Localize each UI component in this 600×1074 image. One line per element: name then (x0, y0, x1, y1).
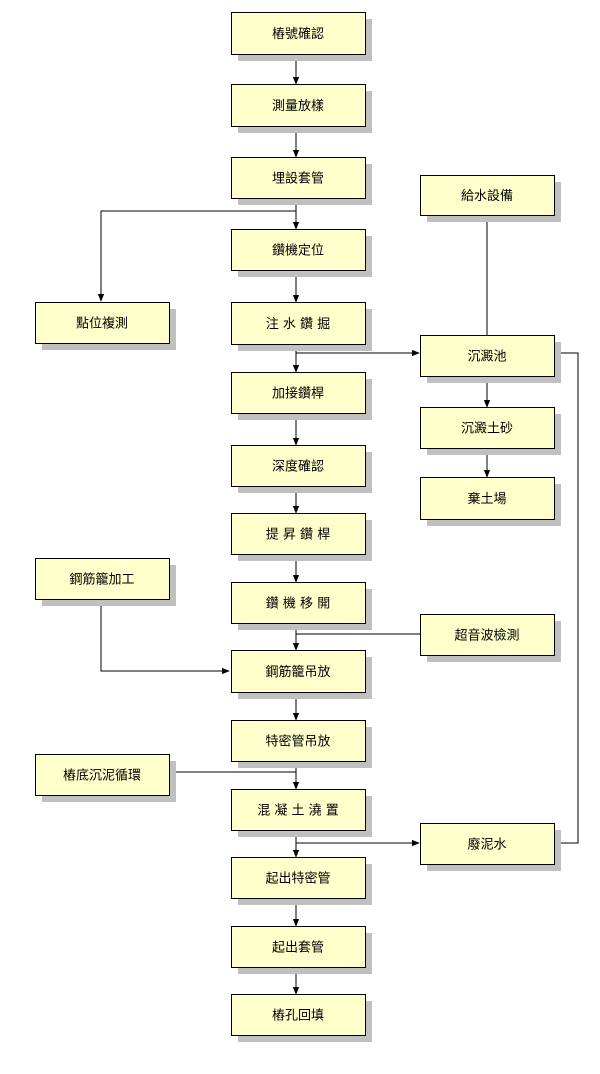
node-box (420, 823, 555, 865)
node-label: 鑽機定位 (272, 243, 324, 259)
node-box (231, 650, 366, 693)
node-box (231, 12, 366, 55)
node-n4: 鑽機定位 (231, 229, 372, 277)
node-label: 鋼筋籠吊放 (265, 664, 330, 680)
node-label: 特密管吊放 (265, 734, 330, 750)
node-label: 樁孔回填 (272, 1009, 324, 1024)
node-n10: 鋼筋籠吊放 (231, 650, 372, 699)
node-label: 鑽 機 移 開 (266, 596, 330, 612)
node-label: 加接鑽桿 (272, 386, 324, 402)
node-box (231, 994, 366, 1036)
node-settled-sand: 沉澱土砂 (420, 407, 561, 455)
node-n15: 樁孔回填 (231, 994, 372, 1042)
node-ultrasonic: 超音波檢測 (420, 614, 561, 662)
node-label: 棄土場 (467, 492, 506, 507)
node-label: 埋設套管 (272, 171, 324, 187)
node-box (231, 720, 366, 762)
node-sediment-cycle: 樁底沉泥循環 (35, 754, 176, 802)
node-box (420, 477, 555, 520)
node-label: 提 昇 鑽 桿 (266, 527, 330, 543)
node-water-supply: 給水設備 (420, 175, 561, 222)
node-label: 鋼筋籠加工 (69, 572, 134, 588)
node-label: 點位複測 (76, 316, 128, 332)
node-box (231, 445, 366, 487)
node-box (231, 84, 366, 127)
node-n9: 鑽 機 移 開 (231, 582, 372, 630)
node-point-survey: 點位複測 (35, 302, 176, 350)
node-n13: 起出特密管 (231, 857, 372, 905)
node-box (420, 175, 555, 216)
node-box (35, 558, 170, 600)
node-n11: 特密管吊放 (231, 720, 372, 768)
node-label: 起出套管 (272, 940, 324, 956)
node-box (231, 157, 366, 199)
node-label: 測量放樣 (272, 99, 324, 114)
node-label: 給水設備 (461, 188, 513, 204)
node-n8: 提 昇 鑽 桿 (231, 513, 372, 561)
node-n2: 測量放樣 (231, 84, 372, 133)
edge-waste-mud-return (553, 352, 579, 844)
node-label: 廢泥水 (467, 838, 506, 853)
node-box (231, 513, 366, 555)
node-box (231, 229, 366, 271)
node-box (231, 302, 366, 345)
node-box (231, 789, 366, 831)
node-box (231, 372, 366, 414)
node-settling-pond: 沉澱池 (420, 335, 561, 383)
edge-cage-fab-cage-hoist (100, 599, 230, 675)
node-dump-site: 棄土場 (420, 477, 561, 526)
node-label: 超音波檢測 (454, 628, 519, 644)
node-cage-fab: 鋼筋籠加工 (35, 558, 176, 606)
node-n7: 深度確認 (231, 445, 372, 493)
node-n5: 注 水 鑽 掘 (231, 302, 372, 351)
node-n14: 起出套管 (231, 926, 372, 974)
node-n12: 混 凝 土 澆 置 (231, 789, 372, 837)
node-box (420, 614, 555, 656)
node-box (420, 407, 555, 449)
node-label: 樁底沉泥循環 (63, 768, 141, 784)
node-waste-mud: 廢泥水 (420, 823, 561, 871)
node-label: 注 水 鑽 掘 (266, 316, 330, 332)
node-box (420, 335, 555, 377)
node-label: 沉澱土砂 (461, 422, 513, 437)
node-box (35, 302, 170, 344)
node-box (231, 582, 366, 624)
node-label: 樁號確認 (272, 26, 324, 42)
node-label: 深度確認 (272, 459, 324, 475)
node-label: 起出特密管 (265, 871, 330, 887)
node-n1: 樁號確認 (231, 12, 372, 61)
edge-main-point-survey (97, 210, 296, 302)
node-box (231, 857, 366, 899)
node-box (35, 754, 170, 796)
node-label: 沉澱池 (467, 350, 506, 365)
node-box (231, 926, 366, 968)
node-n6: 加接鑽桿 (231, 372, 372, 420)
node-n3: 埋設套管 (231, 157, 372, 205)
node-label: 混 凝 土 澆 置 (257, 803, 339, 819)
